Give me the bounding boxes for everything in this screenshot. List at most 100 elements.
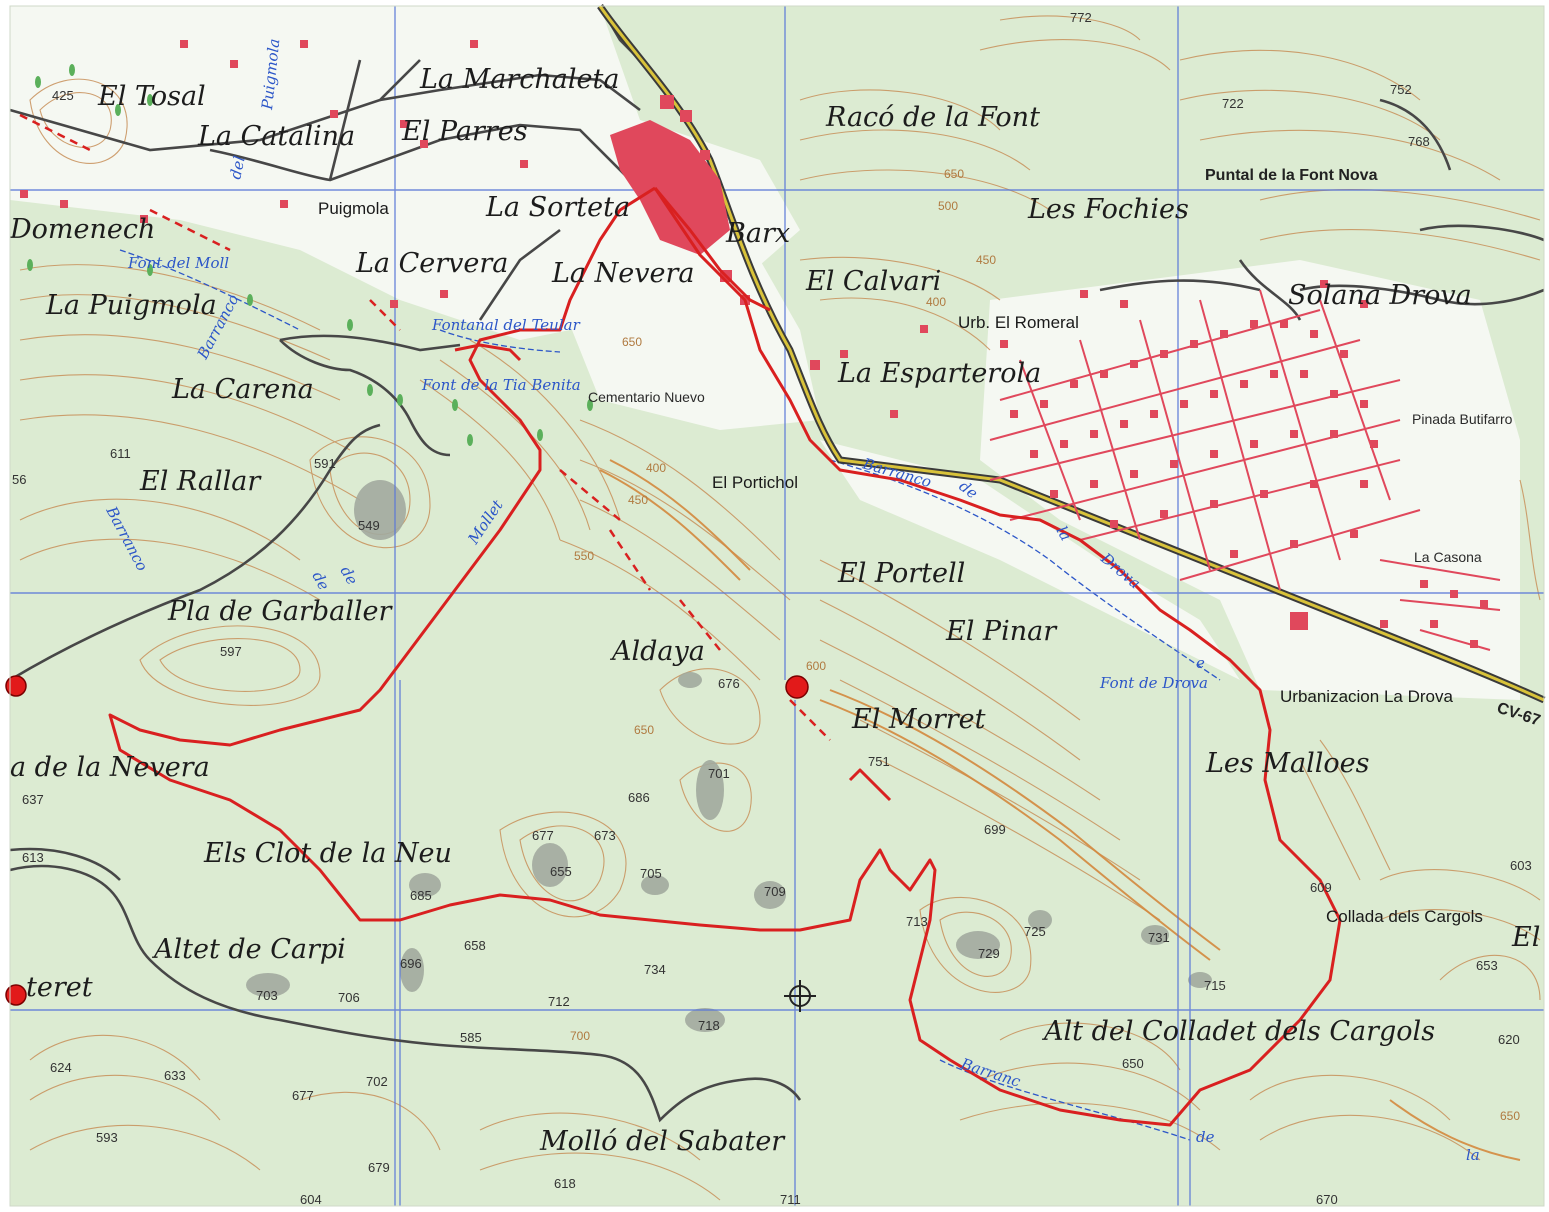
label-fontanal-teular: Fontanal del Teular [431, 316, 581, 334]
contour-label-450: 450 [976, 253, 996, 267]
spot-722: 722 [1222, 96, 1244, 111]
label-collada-dels-cargols: Collada dels Cargols [1326, 907, 1483, 926]
spot-611: 611 [110, 446, 131, 461]
spot-585: 585 [460, 1030, 482, 1045]
label-la-sorteta: La Sorteta [485, 192, 630, 223]
rock-outcrops [246, 480, 1212, 1032]
crosshair-icon[interactable] [784, 980, 816, 1012]
label-les-malloes: Les Malloes [1205, 748, 1369, 779]
label-el-morret: El Morret [851, 704, 986, 735]
spot-609: 609 [1310, 880, 1332, 895]
label-el-parres: El Parres [401, 116, 528, 147]
spot-653: 653 [1476, 958, 1498, 973]
label-solana-drova: Solana Drova [1288, 280, 1472, 311]
spot-711: 711 [780, 1192, 801, 1207]
spot-677b: 677 [292, 1088, 314, 1103]
hiking-route [108, 186, 1342, 1127]
waypoint-marker-southwest[interactable] [5, 984, 27, 1006]
waypoint-marker-west[interactable] [5, 675, 27, 697]
label-les-fochies: Les Fochies [1027, 194, 1189, 225]
waypoint-marker-aldaya[interactable] [785, 675, 809, 699]
spot-712: 712 [548, 994, 570, 1009]
contour-label-650c: 650 [634, 723, 654, 737]
label-el-edge: El [1511, 922, 1540, 953]
spot-734: 734 [644, 962, 666, 977]
label-puigmola-village: Puigmola [318, 199, 389, 218]
label-la-carena: La Carena [171, 374, 314, 405]
label-raco-de-la-font: Racó de la Font [825, 102, 1040, 133]
spot-624: 624 [50, 1060, 72, 1075]
route-spur-barx [653, 187, 771, 312]
clearing-portichol [820, 440, 1240, 680]
label-mollo-del-sabater: Molló del Sabater [539, 1126, 786, 1157]
contour-value-labels: 650 500 450 400 650 400 450 550 600 650 … [570, 167, 1520, 1123]
spot-686: 686 [628, 790, 650, 805]
contour-label-550: 550 [574, 549, 594, 563]
spot-658: 658 [464, 938, 486, 953]
contour-label-400b: 400 [646, 461, 666, 475]
spot-715: 715 [1204, 978, 1226, 993]
spot-706: 706 [338, 990, 360, 1005]
label-de-la-nevera: a de la Nevera [10, 752, 210, 783]
escarpment [599, 459, 1521, 1161]
label-el-portichol: El Portichol [712, 473, 798, 492]
spot-633: 633 [164, 1068, 186, 1083]
spot-685: 685 [410, 888, 432, 903]
label-de-bottom: de [1196, 1128, 1215, 1146]
spot-725: 725 [1024, 924, 1046, 939]
spot-703: 703 [256, 988, 278, 1003]
map-grid [10, 6, 1544, 1206]
label-la-bottom: la [1466, 1146, 1480, 1164]
label-teret: teret [26, 972, 93, 1003]
label-el-calvari: El Calvari [805, 266, 941, 297]
contour-label-400: 400 [926, 295, 946, 309]
label-pinada-butifarro: Pinada Butifarro [1412, 411, 1513, 427]
spot-677: 677 [532, 828, 554, 843]
contour-label-500: 500 [938, 199, 958, 213]
contour-label-650b: 650 [944, 167, 964, 181]
spot-650: 650 [1122, 1056, 1144, 1071]
label-aldaya: Aldaya [609, 636, 705, 667]
spot-593: 593 [96, 1130, 118, 1145]
spot-768: 768 [1408, 134, 1430, 149]
contour-label-450b: 450 [628, 493, 648, 507]
spot-679: 679 [368, 1160, 390, 1175]
label-urbanizacion-la-drova: Urbanizacion La Drova [1280, 687, 1453, 706]
label-el-pinar: El Pinar [945, 616, 1058, 647]
spot-56: 56 [12, 472, 26, 487]
spot-701: 701 [708, 766, 730, 781]
spot-637: 637 [22, 792, 44, 807]
spot-729: 729 [978, 946, 1000, 961]
label-barx: Barx [725, 218, 790, 249]
label-font-tia-benita: Font de la Tia Benita [421, 376, 581, 394]
label-puntal-font-nova: Puntal de la Font Nova [1205, 167, 1378, 184]
label-alt-del-colladet: Alt del Colladet dels Cargols [1041, 1016, 1435, 1047]
contour-label-650a: 650 [622, 335, 642, 349]
route-spur-fontanal [454, 343, 522, 362]
spot-597: 597 [220, 644, 242, 659]
label-la-nevera: La Nevera [551, 258, 694, 289]
label-font-del-moll: Font del Moll [127, 254, 229, 272]
label-urb-el-romeral: Urb. El Romeral [958, 313, 1079, 332]
contour-label-700: 700 [570, 1029, 590, 1043]
spot-620: 620 [1498, 1032, 1520, 1047]
label-font-drova: Font de Drova [1099, 674, 1208, 692]
label-la-esparterola: La Esparterola [837, 358, 1041, 389]
contour-label-600: 600 [806, 659, 826, 673]
label-domenech: Domenech [9, 214, 155, 245]
label-e: e [1196, 654, 1205, 672]
clearing-north [10, 6, 800, 340]
spot-702: 702 [366, 1074, 388, 1089]
waypoints [5, 675, 816, 1012]
route-dashes [19, 113, 831, 741]
urban-drova-houses [1010, 280, 1488, 648]
label-la-marchaleta: La Marchaleta [419, 64, 619, 95]
label-la-casona: La Casona [1414, 549, 1482, 565]
route-main-loop [108, 186, 1342, 1127]
spot-591: 591 [314, 456, 336, 471]
spot-425: 425 [52, 88, 74, 103]
spot-676: 676 [718, 676, 740, 691]
spot-604: 604 [300, 1192, 322, 1207]
